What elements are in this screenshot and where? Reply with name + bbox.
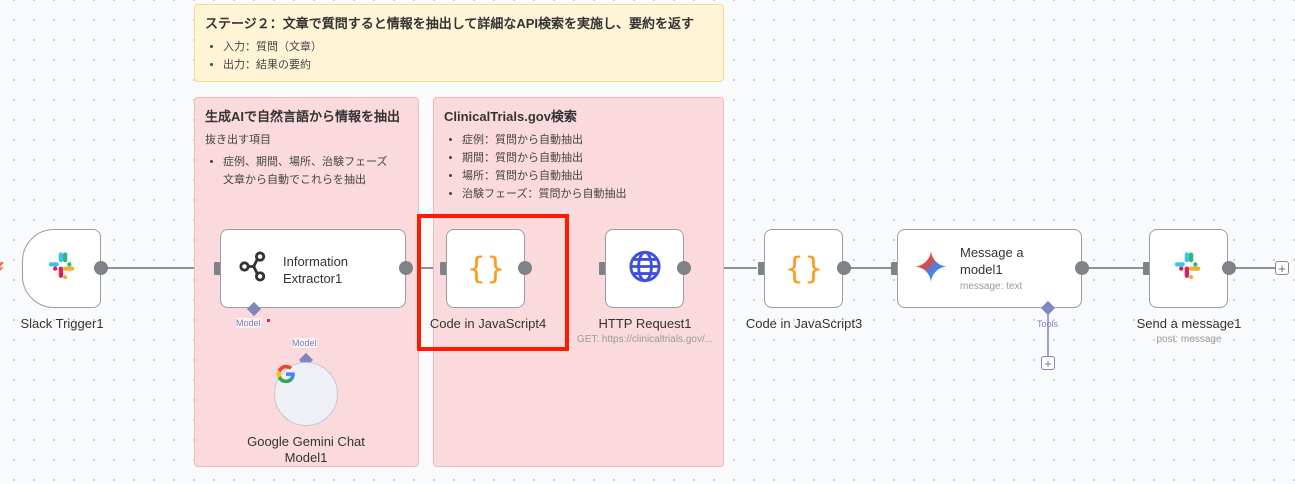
node-title: Information Extractor1: [283, 253, 348, 287]
sticky-stage2-title: ステージ２：文章で質問すると情報を抽出して詳細なAPI検索を実施し、要約を返す: [205, 16, 695, 31]
node-google-gemini-chat-model[interactable]: [274, 362, 338, 426]
node-title-line: model1: [960, 262, 1003, 277]
node-title-line: Information: [283, 254, 349, 269]
node-code-in-javascript3[interactable]: {}: [764, 229, 843, 308]
node-http-request[interactable]: [605, 229, 684, 308]
sticky-stage2[interactable]: ステージ２：文章で質問すると情報を抽出して詳細なAPI検索を実施し、要約を返す …: [194, 4, 724, 82]
node-label: HTTP Request1: [598, 316, 692, 331]
required-marker: [267, 319, 270, 322]
node-slack-trigger[interactable]: [22, 229, 101, 308]
code-braces-icon: {}: [784, 251, 824, 286]
model-port-label: Model: [236, 318, 261, 328]
node-sublabel: GET: https://clinicaltrials.gov/...: [576, 334, 714, 345]
input-port[interactable]: [214, 262, 221, 275]
node-title: Message a model1: [960, 244, 1024, 278]
input-port[interactable]: [891, 262, 898, 275]
code-braces-icon: {}: [466, 251, 506, 286]
node-sublabel: post: message: [1156, 334, 1222, 345]
output-port[interactable]: [518, 261, 532, 275]
add-node-button[interactable]: +: [1275, 261, 1289, 275]
output-port[interactable]: [1075, 261, 1089, 275]
output-port[interactable]: [677, 261, 691, 275]
slack-icon: [46, 249, 80, 288]
sticky-clinical-item: 症例：質問から自動抽出: [462, 131, 713, 149]
node-title-line: Extractor1: [283, 271, 343, 286]
node-label: Slack Trigger1: [20, 316, 104, 331]
gemini-sparkle-icon: [914, 249, 948, 288]
sticky-clinical-title: ClinicalTrials.gov検索: [444, 109, 577, 124]
node-code-in-javascript4[interactable]: {}: [446, 229, 525, 308]
nodes-graph-icon: [236, 249, 270, 288]
sticky-clinical-item: 期間：質問から自動抽出: [462, 149, 713, 167]
trigger-bolt-icon: [0, 262, 4, 274]
node-label: Code in JavaScript4: [429, 316, 547, 331]
node-information-extractor[interactable]: Information Extractor1: [220, 229, 406, 308]
sticky-clinical-item: 場所：質問から自動抽出: [462, 167, 713, 185]
sticky-extract-title: 生成AIで自然言語から情報を抽出: [205, 109, 401, 124]
output-port[interactable]: [837, 261, 851, 275]
node-message-a-model[interactable]: Message a model1 message: text: [897, 229, 1082, 308]
sticky-extract-subtitle: 抜き出す項目: [205, 134, 271, 146]
slack-icon: [1172, 249, 1206, 288]
selection-highlight: [417, 214, 569, 351]
globe-icon: [628, 249, 662, 288]
input-port[interactable]: [1143, 262, 1150, 275]
tools-port-label: Tools: [1037, 319, 1059, 329]
sticky-extract-item-line: 文章から自動でこれらを抽出: [223, 174, 366, 186]
input-port[interactable]: [599, 262, 606, 275]
output-port[interactable]: [399, 261, 413, 275]
sticky-stage2-item: 入力：質問（文章）: [223, 38, 713, 56]
sticky-stage2-item: 出力：結果の要約: [223, 56, 713, 74]
output-port[interactable]: [94, 261, 108, 275]
node-sublabel: message: text: [960, 281, 1023, 292]
node-label: Send a message1: [1136, 316, 1242, 331]
model-connection-label: Model: [292, 338, 317, 348]
input-port[interactable]: [440, 262, 447, 275]
node-send-a-message[interactable]: [1149, 229, 1228, 308]
node-label-line: Google Gemini Chat: [247, 434, 365, 449]
input-port[interactable]: [758, 262, 765, 275]
sticky-extract-item-line: 症例、期間、場所、治験フェーズ: [223, 156, 388, 168]
google-g-icon: [275, 364, 297, 389]
node-label: Code in JavaScript3: [745, 316, 863, 331]
add-tool-button[interactable]: +: [1041, 356, 1055, 370]
node-label-line: Model1: [284, 450, 328, 465]
node-title-line: Message a: [960, 245, 1024, 260]
node-label: Google Gemini Chat Model1: [247, 434, 365, 466]
output-port[interactable]: [1222, 261, 1236, 275]
sticky-clinical-item: 治験フェーズ：質問から自動抽出: [462, 185, 713, 203]
